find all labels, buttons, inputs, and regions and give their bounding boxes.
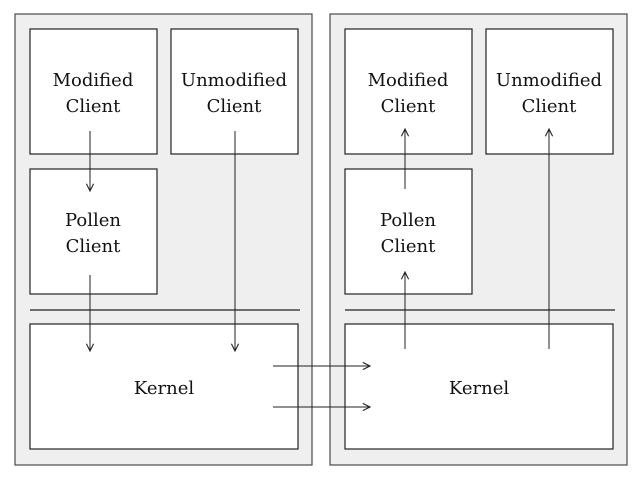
left-unmodified-client-line2: Client	[207, 96, 263, 117]
right-kernel-label: Kernel	[449, 378, 509, 399]
right-modified-client-line1: Modified	[368, 70, 449, 91]
left-host-panel: Modified Client Unmodified Client Pollen…	[14, 13, 313, 466]
right-pollen-client-line2: Client	[381, 236, 437, 257]
right-modified-client-line2: Client	[381, 96, 437, 117]
right-pollen-client-box: Pollen Client	[344, 168, 473, 295]
right-pollen-client-line1: Pollen	[380, 210, 436, 231]
left-pollen-client-line1: Pollen	[65, 210, 121, 231]
right-modified-client-box: Modified Client	[344, 28, 473, 155]
left-unmodified-client-line1: Unmodified	[181, 70, 287, 91]
left-modified-client-line2: Client	[66, 96, 122, 117]
left-kernel-label: Kernel	[134, 378, 194, 399]
right-host-panel: Modified Client Unmodified Client Pollen…	[329, 13, 628, 466]
left-modified-client-line1: Modified	[53, 70, 134, 91]
left-pollen-client-box: Pollen Client	[29, 168, 158, 295]
left-pollen-client-line2: Client	[66, 236, 122, 257]
right-unmodified-client-line1: Unmodified	[496, 70, 602, 91]
right-unmodified-client-line2: Client	[522, 96, 578, 117]
left-modified-client-box: Modified Client	[29, 28, 158, 155]
left-kernel-box: Kernel	[29, 323, 299, 450]
right-kernel-box: Kernel	[344, 323, 614, 450]
